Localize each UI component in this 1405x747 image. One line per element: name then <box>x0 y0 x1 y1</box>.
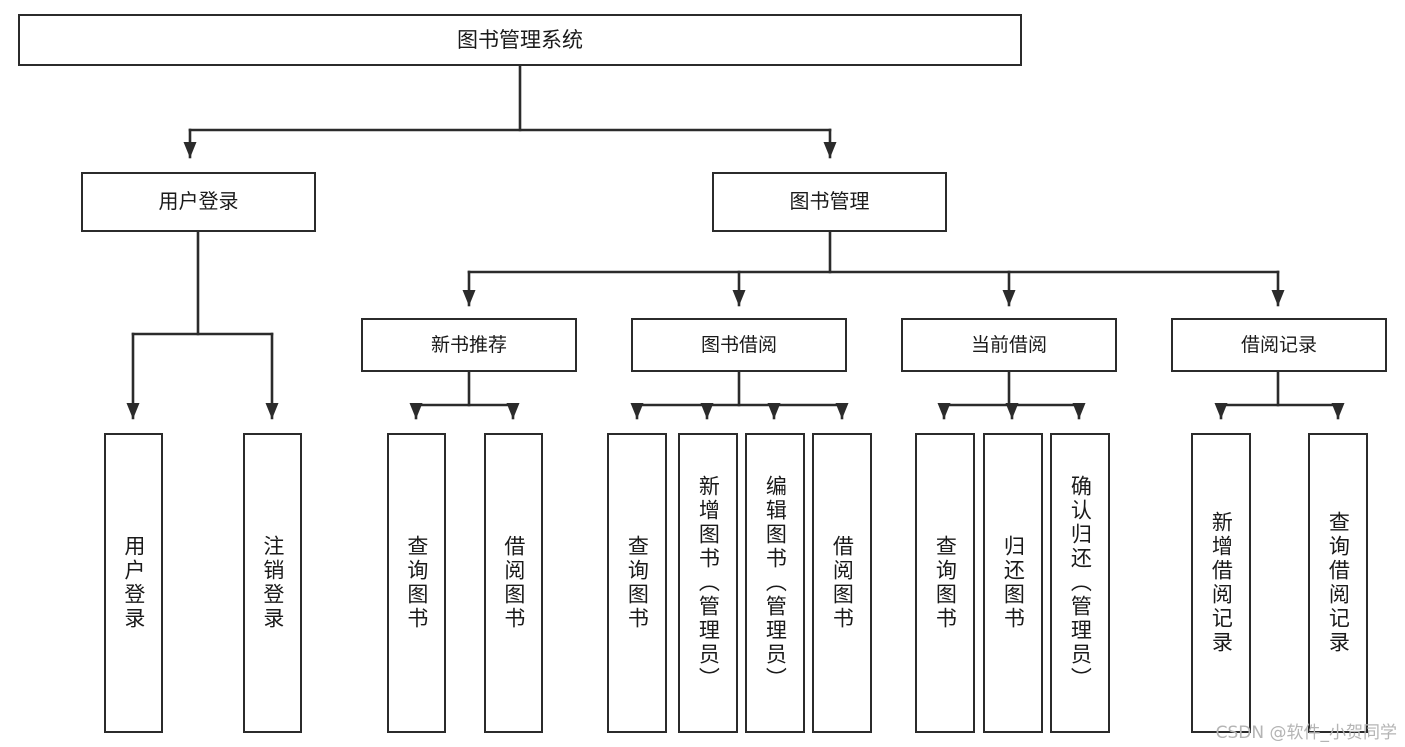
node-label: 借阅图书 <box>501 535 526 631</box>
node-label: 注销登录 <box>260 535 285 631</box>
node-label: 查询图书 <box>625 535 650 631</box>
node-root-book-management-system[interactable]: 图书管理系统 <box>18 14 1022 66</box>
leaf-book-borrow-edit-book-admin[interactable]: 编辑图书（管理员） <box>745 433 805 733</box>
node-label: 当前借阅 <box>970 333 1047 356</box>
node-label: 图书借阅 <box>700 333 777 356</box>
leaf-borrow-record-add-record[interactable]: 新增借阅记录 <box>1191 433 1251 733</box>
node-label: 图书管理系统 <box>457 27 583 52</box>
leaf-current-borrow-query-book[interactable]: 查询图书 <box>915 433 975 733</box>
leaf-user-login-login[interactable]: 用户登录 <box>104 433 163 733</box>
node-borrowing-records[interactable]: 借阅记录 <box>1171 318 1387 372</box>
node-label: 归还图书 <box>1001 535 1026 631</box>
node-current-borrowing[interactable]: 当前借阅 <box>901 318 1117 372</box>
leaf-book-borrow-query-book[interactable]: 查询图书 <box>607 433 667 733</box>
node-label: 新增图书（管理员） <box>696 475 721 691</box>
node-label: 确认归还（管理员） <box>1068 475 1093 691</box>
csdn-watermark: CSDN @软件_小贺同学 <box>1215 723 1397 743</box>
node-label: 查询借阅记录 <box>1326 511 1351 655</box>
node-new-book-recommendation[interactable]: 新书推荐 <box>361 318 577 372</box>
node-user-login[interactable]: 用户登录 <box>81 172 316 232</box>
node-label: 查询图书 <box>933 535 958 631</box>
leaf-new-book-query-book[interactable]: 查询图书 <box>387 433 446 733</box>
leaf-current-borrow-confirm-return-admin[interactable]: 确认归还（管理员） <box>1050 433 1110 733</box>
node-label: 新书推荐 <box>430 333 507 356</box>
node-label: 借阅图书 <box>830 535 855 631</box>
leaf-book-borrow-add-book-admin[interactable]: 新增图书（管理员） <box>678 433 738 733</box>
leaf-new-book-borrow-book[interactable]: 借阅图书 <box>484 433 543 733</box>
node-label: 查询图书 <box>404 535 429 631</box>
node-label: 用户登录 <box>158 189 239 214</box>
leaf-user-login-logout[interactable]: 注销登录 <box>243 433 302 733</box>
node-label: 编辑图书（管理员） <box>763 475 788 691</box>
node-label: 用户登录 <box>121 535 146 631</box>
node-label: 新增借阅记录 <box>1209 511 1234 655</box>
leaf-borrow-record-query-record[interactable]: 查询借阅记录 <box>1308 433 1368 733</box>
node-book-borrowing[interactable]: 图书借阅 <box>631 318 847 372</box>
node-book-management[interactable]: 图书管理 <box>712 172 947 232</box>
leaf-book-borrow-borrow-book[interactable]: 借阅图书 <box>812 433 872 733</box>
leaf-current-borrow-return-book[interactable]: 归还图书 <box>983 433 1043 733</box>
node-label: 图书管理 <box>789 189 870 214</box>
node-label: 借阅记录 <box>1240 333 1317 356</box>
